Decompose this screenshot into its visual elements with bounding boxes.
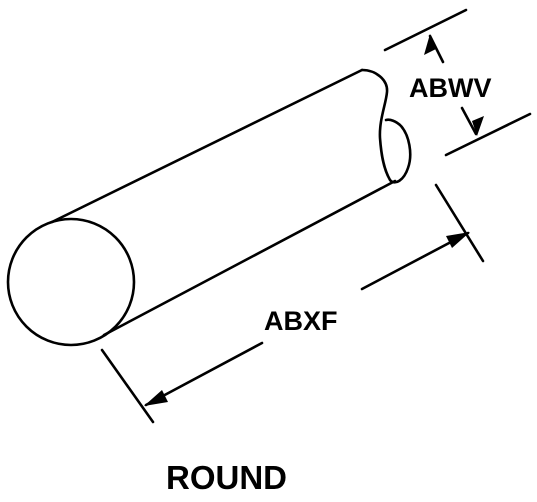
cylinder-break-line — [360, 68, 412, 184]
cylinder-top-edge — [50, 68, 364, 224]
cylinder-end-face — [6, 217, 136, 347]
cylinder — [6, 68, 412, 347]
length-label: ABXF — [264, 306, 338, 336]
diameter-label: ABWV — [409, 73, 492, 103]
length-dim-line-left — [144, 341, 264, 407]
length-dimension — [100, 183, 485, 424]
diameter-dim-line-lower — [460, 106, 478, 136]
length-arrowhead-right — [446, 232, 470, 248]
diameter-arrowhead-down — [472, 116, 484, 136]
length-extension-line-left — [100, 348, 155, 424]
cylinder-bottom-edge — [102, 179, 397, 337]
diameter-extension-line-bottom — [444, 112, 532, 157]
length-arrowhead-left — [144, 390, 168, 406]
length-extension-line-right — [434, 183, 485, 263]
shape-caption: ROUND — [166, 459, 287, 496]
diameter-arrowhead-up — [424, 34, 436, 55]
diameter-extension-line-top — [383, 8, 468, 52]
